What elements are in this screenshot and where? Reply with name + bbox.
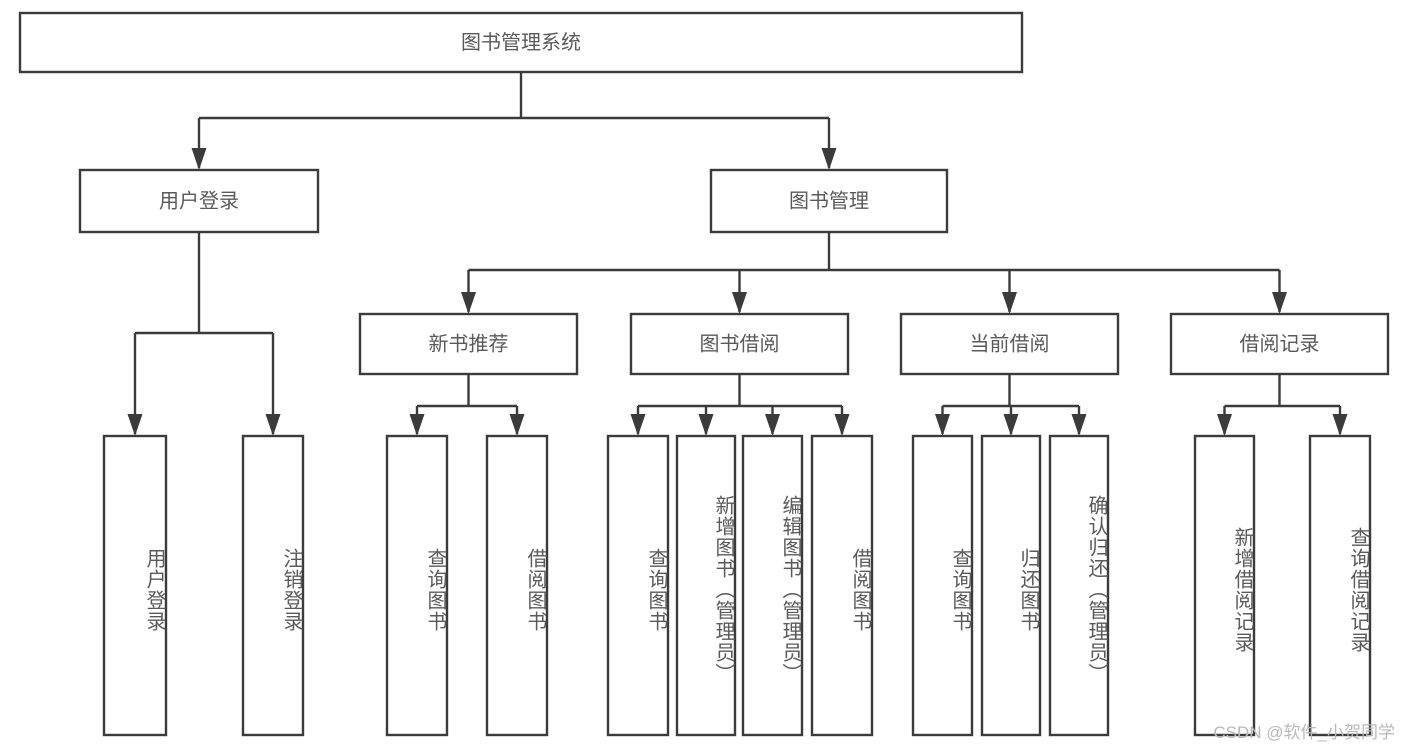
- level3-node-借阅记录[interactable]: [1169, 312, 1390, 376]
- level3-node-label-图书借阅: 图书借阅: [700, 332, 780, 355]
- leaf-node-新增借阅记录[interactable]: [1193, 434, 1256, 737]
- root-node-图书管理系统[interactable]: [18, 11, 1024, 74]
- arrow-icon-leaf-12: [1332, 414, 1348, 436]
- leaf-node-查询图书[interactable]: [385, 434, 449, 737]
- leaf-node-用户登录[interactable]: [102, 434, 168, 737]
- connector-lines: [127, 72, 1348, 436]
- leaf-node-新增图书管理员[interactable]: [675, 434, 737, 737]
- arrow-icon-leaf-7: [834, 414, 850, 436]
- watermark-text: CSDN @软件_小贺同学: [1213, 723, 1395, 742]
- leaf-node-查询借阅记录[interactable]: [1308, 434, 1372, 737]
- arrow-icon-leaf-3: [509, 414, 525, 436]
- arrow-icon-leaf-8: [935, 414, 950, 436]
- level2-node-图书管理[interactable]: [709, 168, 949, 234]
- arrow-icon-leaf-9: [1003, 414, 1019, 436]
- leaf-node-借阅图书[interactable]: [810, 434, 874, 737]
- arrow-icon-user-login: [191, 148, 207, 170]
- level2-node-label-用户登录: 用户登录: [159, 189, 239, 212]
- arrow-icon-leaf-0: [127, 414, 143, 436]
- leaf-node-借阅图书[interactable]: [485, 434, 549, 737]
- level3-node-图书借阅[interactable]: [629, 312, 850, 376]
- level3-node-label-新书推荐: 新书推荐: [429, 332, 509, 355]
- arrow-icon-leaf-1: [265, 414, 281, 436]
- leaf-node-确认归还管理员[interactable]: [1048, 434, 1110, 737]
- arrow-icon-图书借阅: [732, 292, 747, 314]
- arrow-icon-leaf-11: [1217, 414, 1232, 436]
- level2-node-label-图书管理: 图书管理: [789, 189, 869, 212]
- arrow-icon-leaf-10: [1071, 414, 1087, 436]
- arrow-icon-book-manage: [821, 148, 837, 170]
- leaf-node-编辑图书管理员[interactable]: [741, 434, 804, 737]
- leaf-node-查询图书[interactable]: [606, 434, 670, 737]
- root-node-label-图书管理系统: 图书管理系统: [461, 31, 581, 54]
- leaf-node-注销登录[interactable]: [241, 434, 305, 737]
- arrow-icon-leaf-6: [765, 414, 780, 436]
- level3-node-label-借阅记录: 借阅记录: [1240, 332, 1320, 355]
- leaf-node-归还图书[interactable]: [980, 434, 1042, 737]
- node-boxes: [18, 11, 1390, 737]
- arrow-icon-leaf-4: [630, 414, 646, 436]
- arrow-icon-leaf-5: [698, 414, 714, 436]
- arrow-icon-新书推荐: [461, 292, 476, 314]
- leaf-node-查询图书[interactable]: [911, 434, 974, 737]
- arrow-icon-借阅记录: [1272, 292, 1287, 314]
- arrow-icon-当前借阅: [1002, 292, 1017, 314]
- arrow-icon-leaf-2: [409, 414, 425, 436]
- level3-node-当前借阅[interactable]: [899, 312, 1120, 376]
- level2-node-用户登录[interactable]: [78, 168, 320, 234]
- level3-node-label-当前借阅: 当前借阅: [970, 332, 1050, 355]
- level3-node-新书推荐[interactable]: [358, 312, 579, 376]
